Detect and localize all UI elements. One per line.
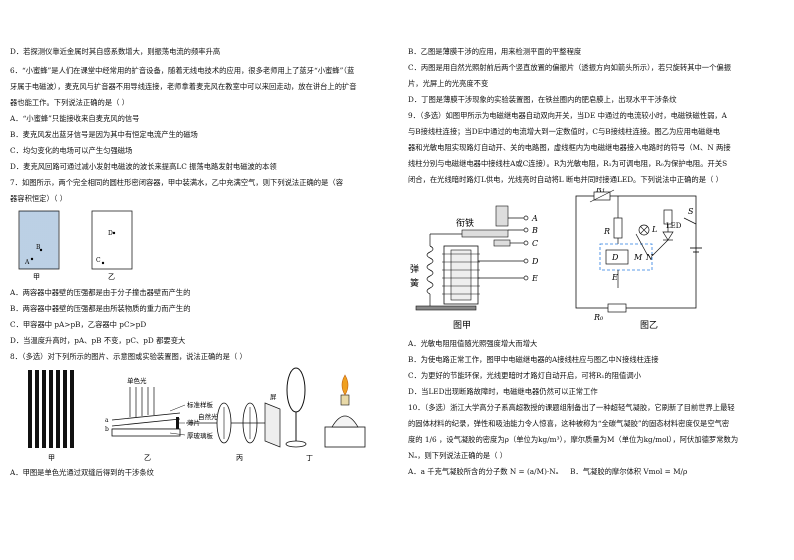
monochromatic-light-label: 单色光 <box>127 376 147 385</box>
container-yi-label: 乙 <box>108 273 115 281</box>
q9-option-b: B．为使电路正常工作，图甲中电磁继电器的A接线柱应与图乙中N接线柱连接 <box>408 355 659 364</box>
q9-figure: 衔铁 弹 簧 A B C D E 图甲 <box>408 185 793 336</box>
figure-yi-label: 图乙 <box>640 320 658 331</box>
polarizers <box>186 402 281 448</box>
q6-option-d: D．麦克风回路可通过减小发射电磁波的波长来提高LC 振荡电路发射电磁波的本领 <box>10 162 277 171</box>
q7-containers-svg: B A D C 甲 乙 <box>18 210 133 281</box>
fig-yi-label: 乙 <box>144 454 151 462</box>
led-label: LED <box>666 222 682 230</box>
q5-option-d: D．若探测仪靠近金属时其自感系数增大，则振荡电流的频率升高 <box>10 47 221 56</box>
spring-label-1: 弹 <box>410 263 419 275</box>
q10-option-b: B．气凝胶的摩尔体积 Vmol = M/ρ <box>570 467 688 476</box>
q6-stem-line2: 牙属于电磁波），麦克风与扩音器不用导线连接，老师拿着麦克风在教室中可以来回走动，… <box>10 82 357 91</box>
relay-e-label: E <box>531 274 538 283</box>
q7-stem-line2: 器容积恒定）（ ） <box>10 194 68 203</box>
q6-option-a: A．“小蜜蜂”只能接收来自麦克风的信号 <box>10 114 140 123</box>
q6-stem-line1: 6．“小蜜蜂”是人们在课堂中经常用的扩音设备，随着无线电技术的应用，很多老师用上… <box>10 66 355 75</box>
q7-stem-line1: 7．如图所示，两个完全相同的圆柱形密闭容器，甲中装满水，乙中充满空气，则下列说法… <box>10 178 343 187</box>
q7-option-b: B．两容器中器壁的压强都是由所装物质的重力而产生的 <box>10 304 191 313</box>
switch-s-label: S <box>688 207 694 216</box>
q9-circuit-svg: 衔铁 弹 簧 A B C D E 图甲 <box>410 185 702 331</box>
point-d-label: D <box>108 230 113 237</box>
q7-option-c: C．甲容器中 pA>pB，乙容器中 pC>pD <box>10 320 147 329</box>
q10-stem-line1: 10．（多选）浙江大学高分子系高超教授的课题组制备出了一种超轻气凝胶，它刷新了目… <box>408 403 735 412</box>
q8-figures-svg: 甲 单色光 标准样板 薄片 厚玻璃板 a b <box>28 367 366 462</box>
q9-stem-line5: 闭合，在光线暗时路灯L供电，光线亮时自动将L 断电并同时接通LED。下列说法中正… <box>408 175 723 184</box>
air-container-yi <box>91 210 133 270</box>
r0-label: R₀ <box>593 313 604 322</box>
q9-stem-line1: 9．（多选）如图甲所示为电磁继电器自动双向开关，当DE 中通过的电流较小时，电磁… <box>408 111 727 120</box>
fig-bing-label: 丙 <box>236 454 243 462</box>
q9-stem-line3: 器和光敏电阻实现路灯自动开、关的电路图，虚线框内为电磁继电器接入电路时的符号（M… <box>408 143 731 152</box>
q9-option-c: C．为更好的节能环保，光线更暗时才路灯自动开启，可将R₁的阻值调小 <box>408 371 641 380</box>
wedge-a-label: a <box>105 417 109 424</box>
q8-option-c-line1: C．丙图是用自然光照射前后两个竖直放置的偏振片（透振方向如箭头所示），若只旋转其… <box>408 63 731 72</box>
relay-diagram <box>415 205 529 311</box>
thick-glass-label: 厚玻璃板 <box>187 431 214 440</box>
relay-d-label: D <box>531 257 539 266</box>
lamp-l-label: L <box>651 225 657 234</box>
q8-figure: 甲 单色光 标准样板 薄片 厚玻璃板 a b <box>10 365 395 465</box>
q8-option-c-line2: 片，光屏上的光亮度不变 <box>408 79 489 88</box>
standard-plate-label: 标准样板 <box>187 400 214 409</box>
terminal-m-label: M <box>633 253 643 262</box>
q10-stem-line2: 的固体材料的纪录，弹性和吸油能力令人惊喜，这种被称为“全碳气凝胶”的固态材料密度… <box>408 419 730 428</box>
q7-option-a: A．两容器中器壁的压强都是由于分子撞击器壁而产生的 <box>10 288 191 297</box>
right-column: B．乙图是薄膜干涉的应用，用来检测平面的平整程度 C．丙图是用自然光照射前后两个… <box>408 44 793 480</box>
thin-sheet-label: 薄片 <box>187 418 200 427</box>
q8-stem: 8．（多选）对下列所示的图片、示意图或实验装置图，说法正确的是（ ） <box>10 352 247 361</box>
q8-option-d: D．丁图是薄膜干涉现象的实验装置图，在铁丝圈内的肥皂膜上，出现水平干涉条纹 <box>408 95 677 104</box>
fig-ding-label: 丁 <box>306 454 313 462</box>
q9-stem-line4: 线柱分别与电磁继电器中接线柱A或C连接）。R为光敏电阻，R₁为可调电阻，R₀为保… <box>408 159 728 168</box>
fig-jia-label: 甲 <box>48 454 55 462</box>
spring-label-2: 簧 <box>410 277 419 289</box>
terminal-n-label: N <box>645 253 654 262</box>
wedge-b-label: b <box>105 426 109 433</box>
q6-stem-line3: 器也能工作。下列说法正确的是（ ） <box>10 98 130 107</box>
relay-a-label: A <box>531 214 538 223</box>
q9-option-a: A．光敏电阻阻值随光照强度增大而增大 <box>408 339 538 348</box>
q10-options: A．a 千克气凝胶所含的分子数 N = (a/M)·Nₐ B．气凝胶的摩尔体积 … <box>408 464 793 480</box>
q8-option-b: B．乙图是薄膜干涉的应用，用来检测平面的平整程度 <box>408 47 582 56</box>
terminal-e-label: E <box>611 273 618 282</box>
q8-option-a: A．甲图是单色光通过双缝后得到的干涉条纹 <box>10 468 154 477</box>
point-a-label: A <box>24 259 30 266</box>
q9-stem-line2: 与B接线柱连接；当DE中通过的电流增大到一定数值时，C与B接线柱连接。图乙为应用… <box>408 127 721 136</box>
q10-option-a: A．a 千克气凝胶所含的分子数 N = (a/M)·Nₐ <box>408 467 559 476</box>
water-container-jia <box>18 210 60 270</box>
street-light-circuit <box>575 189 702 313</box>
q10-stem-line4: Nₐ，则下列说法正确的是（ ） <box>408 451 508 460</box>
q10-stem-line3: 度的 1/6 ，设气凝胶的密度为ρ（单位为kg/m³），摩尔质量为M（单位为kg… <box>408 435 739 444</box>
natural-light-label: 自然光 <box>198 412 218 421</box>
q6-option-c: C．均匀变化的电场可以产生匀强磁场 <box>10 146 133 155</box>
q7-figure: B A D C 甲 乙 <box>10 207 395 285</box>
relay-c-label: C <box>532 239 538 248</box>
figure-jia-label: 图甲 <box>453 320 471 331</box>
r1-label: R₁ <box>595 188 605 194</box>
r-label: R <box>603 227 610 236</box>
armature-label: 衔铁 <box>456 217 474 229</box>
point-b-label: B <box>36 244 41 251</box>
thin-film-wedge <box>111 387 186 437</box>
screen-label: 屏 <box>270 393 277 401</box>
terminal-d-label: D <box>611 253 619 262</box>
q7-option-d: D．当温度升高时，pA、pB 不变，pC、pD 都要变大 <box>10 336 186 345</box>
left-column: D．若探测仪靠近金属时其自感系数增大，则振荡电流的频率升高 6．“小蜜蜂”是人们… <box>10 44 395 481</box>
point-c-label: C <box>96 257 101 264</box>
relay-b-label: B <box>531 226 538 235</box>
interference-fringes <box>28 370 74 448</box>
q9-option-d: D．当LED出现断路故障时，电磁继电器仍然可以正常工作 <box>408 387 598 396</box>
soap-film-apparatus <box>285 367 366 448</box>
q6-option-b: B．麦克风发出蓝牙信号是因为其中有恒定电流产生的磁场 <box>10 130 198 139</box>
container-jia-label: 甲 <box>33 273 40 281</box>
